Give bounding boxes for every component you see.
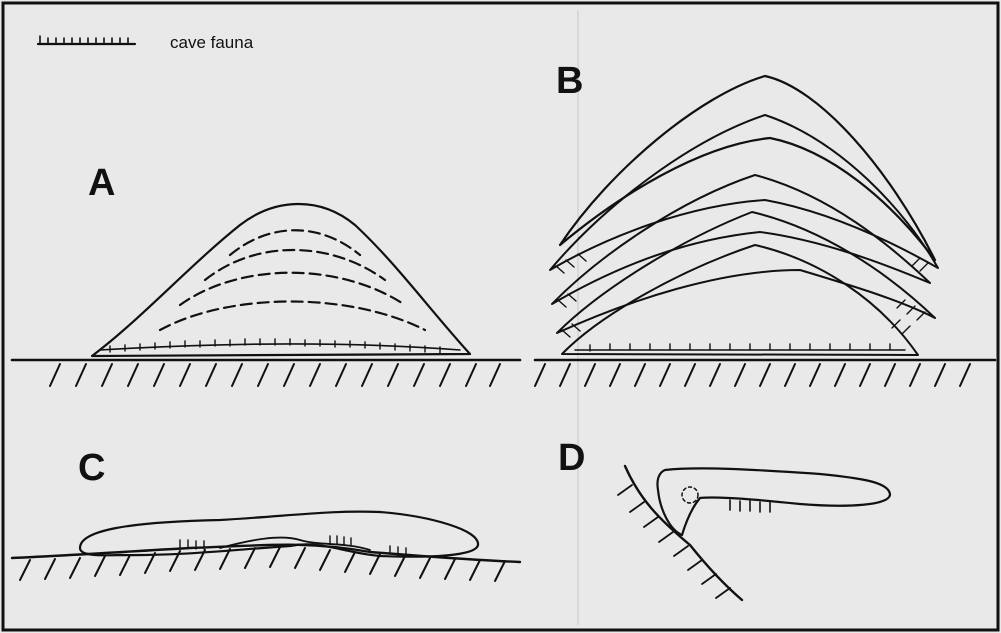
- ground-hatch-c: [20, 547, 505, 581]
- panel-a: A: [12, 162, 520, 386]
- cave-fauna-band-b: [556, 254, 928, 351]
- cave-fauna-band-d: [730, 500, 770, 512]
- ground-hatch-b: [535, 364, 970, 386]
- legend: cave fauna: [38, 33, 254, 52]
- deposit-mound-a: [92, 204, 470, 356]
- panel-d: D: [558, 437, 890, 600]
- burrow-marker-d: [682, 487, 698, 503]
- deposit-overhang-d: [657, 468, 890, 535]
- ground-hatch-a: [50, 364, 500, 386]
- deposit-layer-b4: [550, 115, 938, 270]
- bedding-lines-a: [160, 230, 425, 330]
- cave-fauna-band-a: [100, 339, 460, 353]
- deposit-layer-b5: [560, 76, 935, 260]
- cliff-hatch-d: [618, 485, 730, 598]
- figure-border: [3, 3, 998, 630]
- panel-label-a: A: [88, 162, 115, 204]
- legend-label: cave fauna: [170, 33, 254, 52]
- cave-fauna-symbol: [38, 36, 135, 44]
- panel-b: B: [535, 60, 995, 386]
- panel-label-b: B: [556, 60, 583, 102]
- panel-label-c: C: [78, 447, 105, 489]
- panel-c: C: [12, 447, 520, 581]
- panel-label-d: D: [558, 437, 585, 479]
